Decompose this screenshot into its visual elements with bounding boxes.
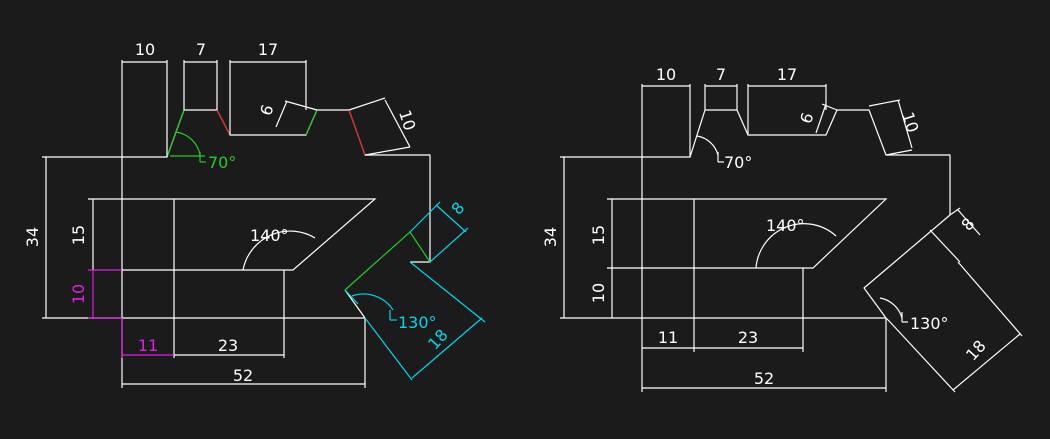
right-dim-11: 11	[658, 328, 678, 347]
right-angle-70: 70°	[724, 153, 752, 172]
left-dim-34: 34	[23, 227, 42, 247]
left-dim-7-top: 7	[196, 40, 206, 59]
right-dim-52: 52	[754, 369, 774, 388]
left-angle-70: 70°	[208, 153, 236, 172]
right-dim-10-side: 10	[589, 283, 608, 303]
left-dim-10-top: 10	[135, 40, 155, 59]
left-green-flank	[166, 109, 185, 158]
left-dim-11: 11	[138, 336, 158, 355]
left-70-arc	[174, 131, 201, 156]
left-red-flank-2	[348, 109, 366, 156]
right-angle-140: 140°	[766, 216, 805, 235]
left-drawing	[42, 60, 431, 388]
right-dim-15: 15	[589, 225, 608, 245]
left-angle-130: 130°	[398, 313, 437, 332]
right-dim-17-top: 17	[777, 65, 797, 84]
right-dim-7-top: 7	[716, 65, 726, 84]
right-angle-130: 130°	[910, 314, 949, 333]
right-drawing	[560, 84, 1023, 393]
right-dim-23: 23	[738, 328, 758, 347]
left-cyan-dims	[344, 201, 486, 381]
left-dim-23: 23	[218, 336, 238, 355]
right-dim-34: 34	[541, 227, 560, 247]
left-dim-52: 52	[233, 366, 253, 385]
left-green-flank-2	[305, 109, 318, 136]
left-red-flank-1	[216, 109, 231, 136]
left-dim-15: 15	[69, 225, 88, 245]
left-magenta-dims	[88, 269, 174, 358]
left-dim-10-side: 10	[69, 284, 88, 304]
left-angle-140: 140°	[250, 226, 289, 245]
right-dim-10-top: 10	[656, 65, 676, 84]
left-dim-17-top: 17	[258, 40, 278, 59]
